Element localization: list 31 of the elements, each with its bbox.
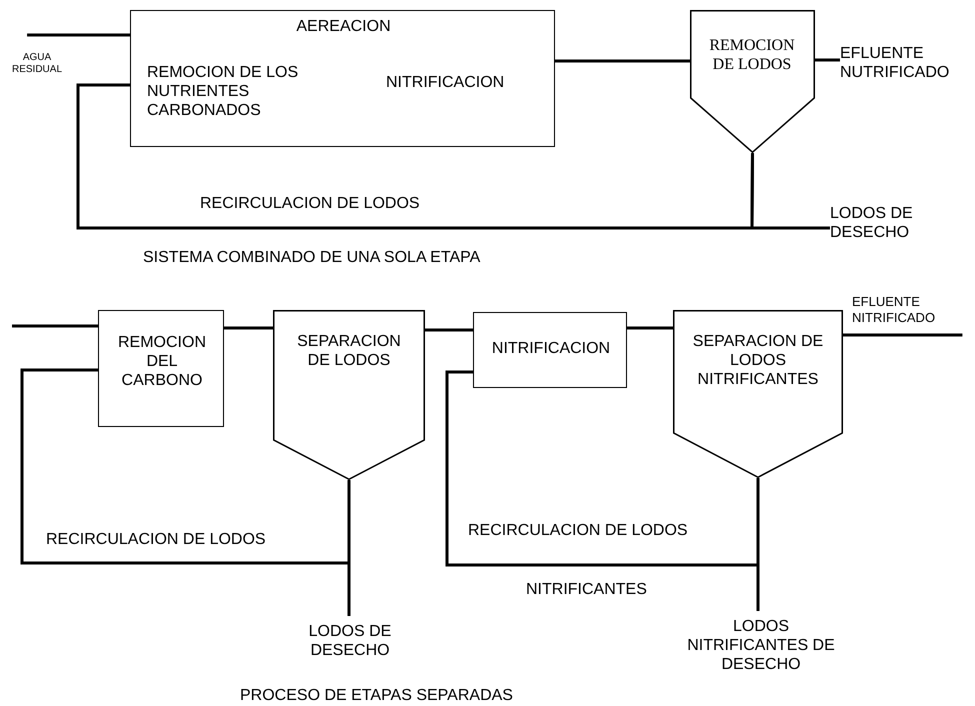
stream-label: NITRIFICANTES [526,580,648,600]
stream-label: LODOS NITRIFICANTES DE DESECHO [686,617,836,675]
flow-line [815,58,840,62]
flow-line [20,368,350,564]
diagram-caption: PROCESO DE ETAPAS SEPARADAS [240,686,514,706]
stream-label: AGUA RESIDUAL [10,52,63,76]
diagram-caption: SISTEMA COMBINADO DE UNA SOLA ETAPA [143,248,482,268]
box-label: REMOCION DE LOS NUTRIENTES CARBONADOS [147,63,300,121]
flow-line [12,324,98,328]
box-label: NITRIFICACION [490,339,612,358]
process-box [130,10,555,147]
box-label: REMOCION DEL CARBONO [117,333,207,391]
box-label: REMOCION DE LODOS [708,36,796,74]
flow-line [425,328,473,332]
box-label: AEREACION [295,17,392,36]
box-label: NITRIFICACION [386,73,506,92]
flow-line [27,34,130,36]
flow-line [750,153,830,230]
flow-line [627,326,673,330]
stream-label: LODOS DE DESECHO [308,622,392,660]
stream-label: LODOS DE DESECHO [830,204,914,242]
flow-line [224,326,273,330]
stream-label: EFLUENTE NITRIFICADO [852,294,936,326]
box-label: SEPARACION DE LODOS [296,332,402,370]
flow-line [843,334,962,336]
flow-line [555,60,690,62]
box-label: SEPARACION DE LODOS NITRIFICANTES [692,332,824,390]
flow-line [446,370,760,566]
stream-label: EFLUENTE NUTRIFICADO [840,44,950,82]
process-box [98,310,224,427]
process-box [473,312,627,388]
